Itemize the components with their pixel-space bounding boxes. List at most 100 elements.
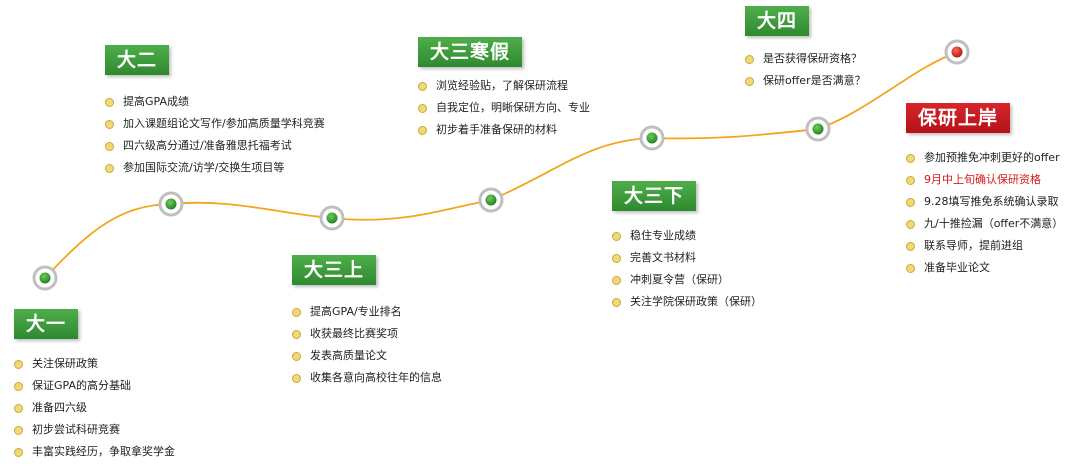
bullet-dot-icon bbox=[745, 55, 754, 64]
bullet-dot-icon bbox=[612, 254, 621, 263]
bullet-dot-icon bbox=[906, 198, 915, 207]
list-item: 提高GPA成绩 bbox=[105, 91, 325, 113]
item-text: 9月中上旬确认保研资格 bbox=[924, 173, 1041, 186]
list-item: 稳住专业成绩 bbox=[612, 225, 762, 247]
item-text: 浏览经验贴，了解保研流程 bbox=[436, 79, 568, 92]
item-text: 准备四六级 bbox=[32, 401, 87, 414]
timeline-node bbox=[319, 205, 345, 231]
item-text: 收获最终比赛奖项 bbox=[310, 327, 398, 340]
list-item: 加入课题组论文写作/参加高质量学科竞赛 bbox=[105, 113, 325, 135]
list-item: 自我定位，明晰保研方向、专业 bbox=[418, 97, 590, 119]
timeline-node bbox=[478, 187, 504, 213]
stage-title: 大二 bbox=[105, 45, 170, 75]
bullet-dot-icon bbox=[14, 426, 23, 435]
timeline-node-end bbox=[944, 39, 970, 65]
list-item: 收获最终比赛奖项 bbox=[292, 323, 442, 345]
timeline-node bbox=[805, 116, 831, 142]
bullet-dot-icon bbox=[418, 82, 427, 91]
bullet-dot-icon bbox=[418, 104, 427, 113]
bullet-dot-icon bbox=[612, 298, 621, 307]
bullet-dot-icon bbox=[906, 242, 915, 251]
stage-year-3-first: 大三上 提高GPA/专业排名 收获最终比赛奖项 发表高质量论文 收集各意向高校往… bbox=[292, 255, 442, 389]
stage-year-3-second: 大三下 稳住专业成绩 完善文书材料 冲刺夏令营（保研） 关注学院保研政策（保研） bbox=[612, 181, 762, 313]
item-text: 提高GPA/专业排名 bbox=[310, 305, 402, 318]
bullet-dot-icon bbox=[418, 126, 427, 135]
bullet-dot-icon bbox=[612, 232, 621, 241]
list-item: 完善文书材料 bbox=[612, 247, 762, 269]
stage-item-list: 浏览经验贴，了解保研流程 自我定位，明晰保研方向、专业 初步着手准备保研的材料 bbox=[418, 75, 590, 141]
bullet-dot-icon bbox=[292, 330, 301, 339]
item-text: 提高GPA成绩 bbox=[123, 95, 189, 108]
item-text: 准备毕业论文 bbox=[924, 261, 990, 274]
stage-item-list: 提高GPA/专业排名 收获最终比赛奖项 发表高质量论文 收集各意向高校往年的信息 bbox=[292, 301, 442, 389]
bullet-dot-icon bbox=[745, 77, 754, 86]
stage-title: 保研上岸 bbox=[906, 103, 1011, 133]
bullet-dot-icon bbox=[612, 276, 621, 285]
list-item-highlighted: 9月中上旬确认保研资格 bbox=[906, 169, 1063, 191]
item-text: 关注保研政策 bbox=[32, 357, 98, 370]
stage-winter-break: 大三寒假 浏览经验贴，了解保研流程 自我定位，明晰保研方向、专业 初步着手准备保… bbox=[418, 37, 590, 141]
stage-item-list: 提高GPA成绩 加入课题组论文写作/参加高质量学科竞赛 四六级高分通过/准备雅思… bbox=[105, 91, 325, 179]
item-text: 四六级高分通过/准备雅思托福考试 bbox=[123, 139, 292, 152]
list-item: 丰富实践经历，争取拿奖学金 bbox=[14, 441, 175, 463]
item-text: 保研offer是否满意？ bbox=[763, 74, 866, 87]
item-text: 加入课题组论文写作/参加高质量学科竞赛 bbox=[123, 117, 325, 130]
stage-title: 大一 bbox=[14, 309, 79, 339]
stage-title: 大三上 bbox=[292, 255, 377, 285]
bullet-dot-icon bbox=[14, 448, 23, 457]
stage-item-list: 关注保研政策 保证GPA的高分基础 准备四六级 初步尝试科研竞赛 丰富实践经历，… bbox=[14, 353, 175, 463]
stage-title: 大三寒假 bbox=[418, 37, 523, 67]
list-item: 收集各意向高校往年的信息 bbox=[292, 367, 442, 389]
item-text: 发表高质量论文 bbox=[310, 349, 387, 362]
stage-title: 大四 bbox=[745, 6, 810, 36]
list-item: 准备毕业论文 bbox=[906, 257, 1063, 279]
bullet-dot-icon bbox=[292, 352, 301, 361]
list-item: 联系导师，提前进组 bbox=[906, 235, 1063, 257]
list-item: 9.28填写推免系统确认录取 bbox=[906, 191, 1063, 213]
stage-year-2: 大二 提高GPA成绩 加入课题组论文写作/参加高质量学科竞赛 四六级高分通过/准… bbox=[105, 45, 325, 179]
item-text: 联系导师，提前进组 bbox=[924, 239, 1023, 252]
item-text: 完善文书材料 bbox=[630, 251, 696, 264]
list-item: 参加预推免冲刺更好的offer bbox=[906, 147, 1063, 169]
list-item: 九/十推捡漏（offer不满意） bbox=[906, 213, 1063, 235]
list-item: 关注学院保研政策（保研） bbox=[612, 291, 762, 313]
stage-item-list: 稳住专业成绩 完善文书材料 冲刺夏令营（保研） 关注学院保研政策（保研） bbox=[612, 225, 762, 313]
list-item: 发表高质量论文 bbox=[292, 345, 442, 367]
item-text: 丰富实践经历，争取拿奖学金 bbox=[32, 445, 175, 458]
list-item: 初步尝试科研竞赛 bbox=[14, 419, 175, 441]
timeline-node bbox=[32, 265, 58, 291]
item-text: 自我定位，明晰保研方向、专业 bbox=[436, 101, 590, 114]
stage-year-1: 大一 关注保研政策 保证GPA的高分基础 准备四六级 初步尝试科研竞赛 丰富实践… bbox=[14, 309, 175, 463]
stage-item-list: 参加预推免冲刺更好的offer 9月中上旬确认保研资格 9.28填写推免系统确认… bbox=[906, 147, 1063, 279]
bullet-dot-icon bbox=[292, 308, 301, 317]
timeline-node bbox=[639, 125, 665, 151]
list-item: 是否获得保研资格？ bbox=[745, 48, 866, 70]
list-item: 提高GPA/专业排名 bbox=[292, 301, 442, 323]
bullet-dot-icon bbox=[906, 176, 915, 185]
item-text: 关注学院保研政策（保研） bbox=[630, 295, 762, 308]
bullet-dot-icon bbox=[105, 120, 114, 129]
item-text: 参加预推免冲刺更好的offer bbox=[924, 151, 1060, 164]
list-item: 四六级高分通过/准备雅思托福考试 bbox=[105, 135, 325, 157]
list-item: 初步着手准备保研的材料 bbox=[418, 119, 590, 141]
bullet-dot-icon bbox=[14, 404, 23, 413]
item-text: 九/十推捡漏（offer不满意） bbox=[924, 217, 1064, 230]
item-text: 稳住专业成绩 bbox=[630, 229, 696, 242]
bullet-dot-icon bbox=[906, 154, 915, 163]
bullet-dot-icon bbox=[292, 374, 301, 383]
list-item: 关注保研政策 bbox=[14, 353, 175, 375]
stage-item-list: 是否获得保研资格？ 保研offer是否满意？ bbox=[745, 48, 866, 92]
item-text: 收集各意向高校往年的信息 bbox=[310, 371, 442, 384]
item-text: 初步尝试科研竞赛 bbox=[32, 423, 120, 436]
bullet-dot-icon bbox=[105, 142, 114, 151]
item-text: 9.28填写推免系统确认录取 bbox=[924, 195, 1059, 208]
item-text: 初步着手准备保研的材料 bbox=[436, 123, 557, 136]
timeline-node bbox=[158, 191, 184, 217]
bullet-dot-icon bbox=[906, 264, 915, 273]
stage-admitted: 保研上岸 参加预推免冲刺更好的offer 9月中上旬确认保研资格 9.28填写推… bbox=[906, 103, 1063, 279]
stage-year-4: 大四 是否获得保研资格？ 保研offer是否满意？ bbox=[745, 6, 866, 92]
bullet-dot-icon bbox=[105, 98, 114, 107]
item-text: 参加国际交流/访学/交换生项目等 bbox=[123, 161, 285, 174]
list-item: 保证GPA的高分基础 bbox=[14, 375, 175, 397]
